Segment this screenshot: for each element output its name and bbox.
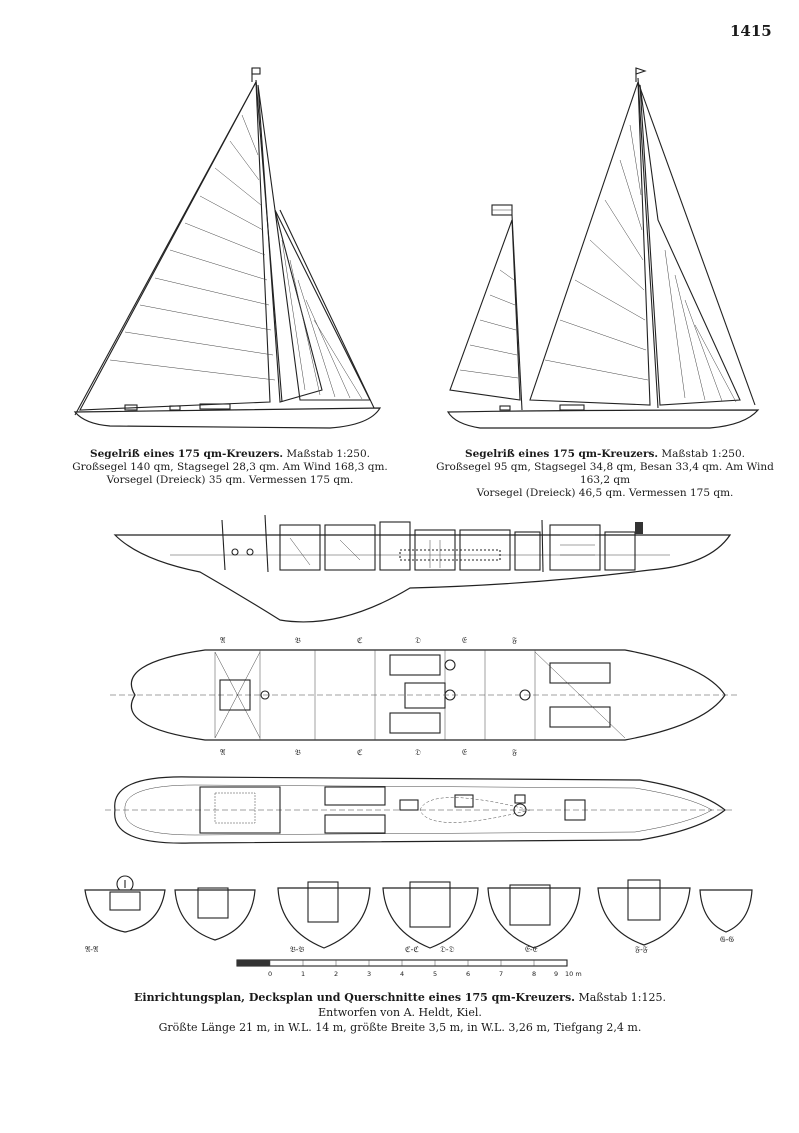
- sail-seams-right: [459, 124, 737, 403]
- scale-tick-2: 2: [334, 970, 338, 978]
- scale-tick-10: 10 m: [565, 970, 582, 978]
- sail-plan-left: [73, 67, 382, 429]
- cross-sections: 𝔄-𝔄 𝔅-𝔅 ℭ-ℭ 𝔇-𝔇 𝔈-𝔈 𝔉-𝔉 𝔊-𝔊: [84, 875, 753, 954]
- deck-plan: [105, 776, 735, 844]
- scale-tick-9: 9: [554, 970, 558, 978]
- caption-bottom-line1: Entworfen von A. Heldt, Kiel.: [318, 1006, 482, 1019]
- sail-plan-right: [446, 67, 760, 429]
- caption-bottom: Einrichtungsplan, Decksplan und Querschn…: [60, 990, 740, 1035]
- scale-tick-7: 7: [499, 970, 503, 978]
- caption-left-line1: Großsegel 140 qm, Stagsegel 28,3 qm. Am …: [72, 461, 388, 473]
- section-a-a: 𝔄-𝔄: [84, 875, 166, 954]
- section-label-bottom-f: 𝔉: [512, 748, 517, 757]
- caption-left-scale: Maßstab 1:250.: [286, 448, 370, 460]
- section-label-aa: 𝔄-𝔄: [85, 944, 99, 954]
- hull-profile-right: [446, 409, 760, 429]
- section-label-gg: 𝔊-𝔊: [720, 935, 734, 944]
- section-label-top-c: ℭ: [357, 636, 363, 645]
- section-f-f: 𝔉-𝔉: [597, 879, 691, 954]
- scale-tick-3: 3: [367, 970, 371, 978]
- caption-bottom-line2: Größte Länge 21 m, in W.L. 14 m, größte …: [158, 1021, 642, 1034]
- layout-plan: 𝔄 𝔅 ℭ 𝔇 𝔈 𝔉 𝔄 𝔅 ℭ 𝔇 𝔈 𝔉: [110, 635, 740, 757]
- section-label-top-b: 𝔅: [295, 636, 301, 645]
- scale-tick-8: 8: [532, 970, 536, 978]
- section-label-top-e: 𝔈: [462, 636, 467, 645]
- caption-bottom-title: Einrichtungsplan, Decksplan und Querschn…: [134, 991, 575, 1004]
- caption-right-title: Segelriß eines 175 qm-Kreuzers.: [465, 448, 659, 460]
- caption-bottom-scale: Maßstab 1:125.: [578, 991, 666, 1004]
- section-label-dd: 𝔇-𝔇: [440, 945, 455, 954]
- scale-bar: 0 1 2 3 4 5 6 7 8 9 10 m: [236, 959, 582, 978]
- section-label-cc: ℭ-ℭ: [405, 945, 419, 954]
- section-label-ee: 𝔈-𝔈: [525, 945, 538, 954]
- section-label-bottom-d: 𝔇: [415, 748, 421, 757]
- scale-tick-1: 1: [301, 970, 305, 978]
- interior-profile: [113, 514, 732, 623]
- scale-tick-4: 4: [400, 970, 404, 978]
- section-label-ff: 𝔉-𝔉: [635, 945, 648, 954]
- section-label-bottom-c: ℭ: [357, 748, 363, 757]
- caption-left-line2: Vorsegel (Dreieck) 35 qm. Vermessen 175 …: [106, 474, 354, 486]
- section-label-bottom-e: 𝔈: [462, 748, 467, 757]
- sail-seams-left: [109, 114, 363, 400]
- section-e-e: 𝔈-𝔈: [487, 884, 581, 954]
- caption-right-line2: Vorsegel (Dreieck) 46,5 qm. Vermessen 17…: [476, 487, 734, 499]
- section-b-b: 𝔅-𝔅: [174, 887, 304, 954]
- scale-tick-6: 6: [466, 970, 470, 978]
- caption-right-scale: Maßstab 1:250.: [661, 448, 745, 460]
- section-g-g: 𝔊-𝔊: [699, 889, 753, 944]
- section-label-top-d: 𝔇: [415, 636, 421, 645]
- caption-right: Segelriß eines 175 qm-Kreuzers. Maßstab …: [420, 448, 790, 500]
- section-label-bottom-b: 𝔅: [295, 748, 301, 757]
- section-d-d: 𝔇-𝔇: [382, 881, 479, 954]
- section-label-bottom-a: 𝔄: [220, 747, 226, 757]
- caption-right-line1: Großsegel 95 qm, Stagsegel 34,8 qm, Besa…: [436, 461, 774, 486]
- interior-hull: [113, 534, 732, 623]
- page-number: 1415: [730, 22, 772, 40]
- section-c-c: ℭ-ℭ: [277, 881, 419, 954]
- section-label-top-f: 𝔉: [512, 636, 517, 645]
- caption-left: Segelriß eines 175 qm-Kreuzers. Maßstab …: [60, 448, 400, 487]
- section-label-top-a: 𝔄: [220, 635, 226, 645]
- scale-tick-5: 5: [433, 970, 437, 978]
- hull-profile-left: [73, 407, 382, 429]
- section-label-bb: 𝔅-𝔅: [290, 945, 304, 954]
- scale-tick-0: 0: [268, 970, 272, 978]
- caption-left-title: Segelriß eines 175 qm-Kreuzers.: [90, 448, 284, 460]
- masthead-flag: [251, 67, 261, 75]
